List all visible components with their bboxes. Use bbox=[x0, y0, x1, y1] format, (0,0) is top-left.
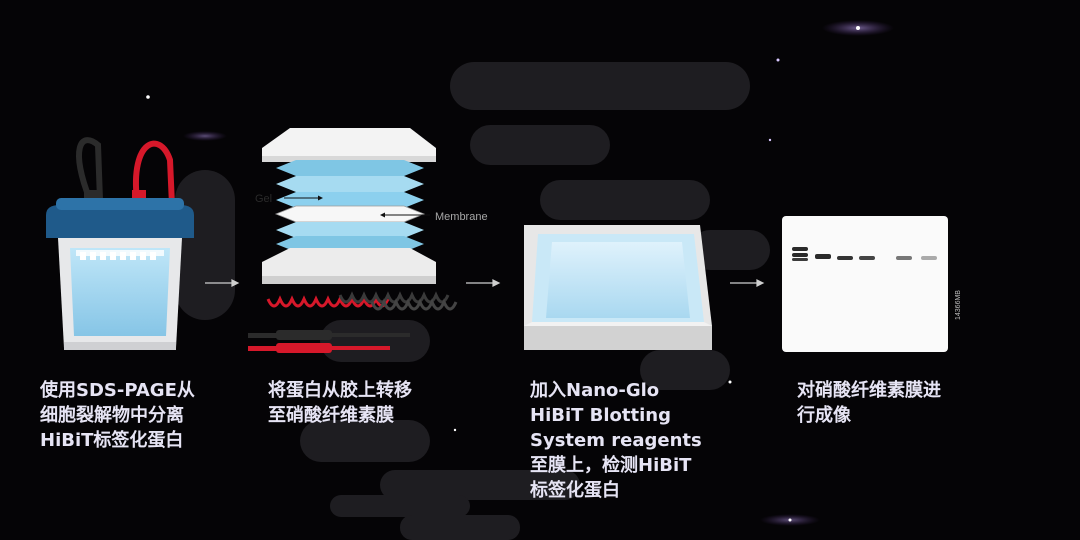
arrow-3-icon bbox=[730, 279, 765, 287]
caption-line: 至硝酸纤维素膜 bbox=[268, 405, 394, 426]
step-3-caption: 加入Nano-Glo HiBiT Blotting System reagent… bbox=[530, 378, 702, 503]
reagent-tray-icon bbox=[524, 225, 712, 350]
caption-line: System reagents bbox=[530, 430, 702, 451]
caption-line: 加入Nano-Glo bbox=[530, 380, 660, 401]
caption-line: 使用SDS-PAGE从 bbox=[40, 380, 195, 401]
figure-code-label: 14366MB bbox=[955, 290, 962, 320]
step-arrows bbox=[205, 279, 765, 287]
caption-line: HiBiT Blotting bbox=[530, 405, 672, 426]
caption-line: HiBiT标签化蛋白 bbox=[40, 430, 184, 451]
protein-band bbox=[792, 247, 937, 261]
imaged-membrane-icon: 14366MB bbox=[782, 216, 962, 352]
caption-line: 标签化蛋白 bbox=[530, 480, 620, 501]
caption-line: 对硝酸纤维素膜进 bbox=[797, 380, 941, 401]
step-4-caption: 对硝酸纤维素膜进 行成像 bbox=[797, 378, 941, 428]
gel-label: Gel bbox=[255, 193, 272, 205]
transfer-stack-icon: Gel Membrane bbox=[248, 128, 488, 353]
caption-line: 将蛋白从胶上转移 bbox=[268, 380, 412, 401]
caption-line: 细胞裂解物中分离 bbox=[40, 405, 184, 426]
caption-line: 行成像 bbox=[797, 405, 851, 426]
arrow-2-icon bbox=[466, 279, 501, 287]
step-1-caption: 使用SDS-PAGE从 细胞裂解物中分离 HiBiT标签化蛋白 bbox=[40, 378, 195, 453]
membrane-label: Membrane bbox=[435, 211, 488, 223]
sparkles bbox=[146, 20, 894, 526]
caption-line: 至膜上，检测HiBiT bbox=[530, 455, 692, 476]
step-2-caption: 将蛋白从胶上转移 至硝酸纤维素膜 bbox=[268, 378, 412, 428]
arrow-1-icon bbox=[205, 279, 240, 287]
electrophoresis-tank-icon bbox=[46, 137, 194, 350]
